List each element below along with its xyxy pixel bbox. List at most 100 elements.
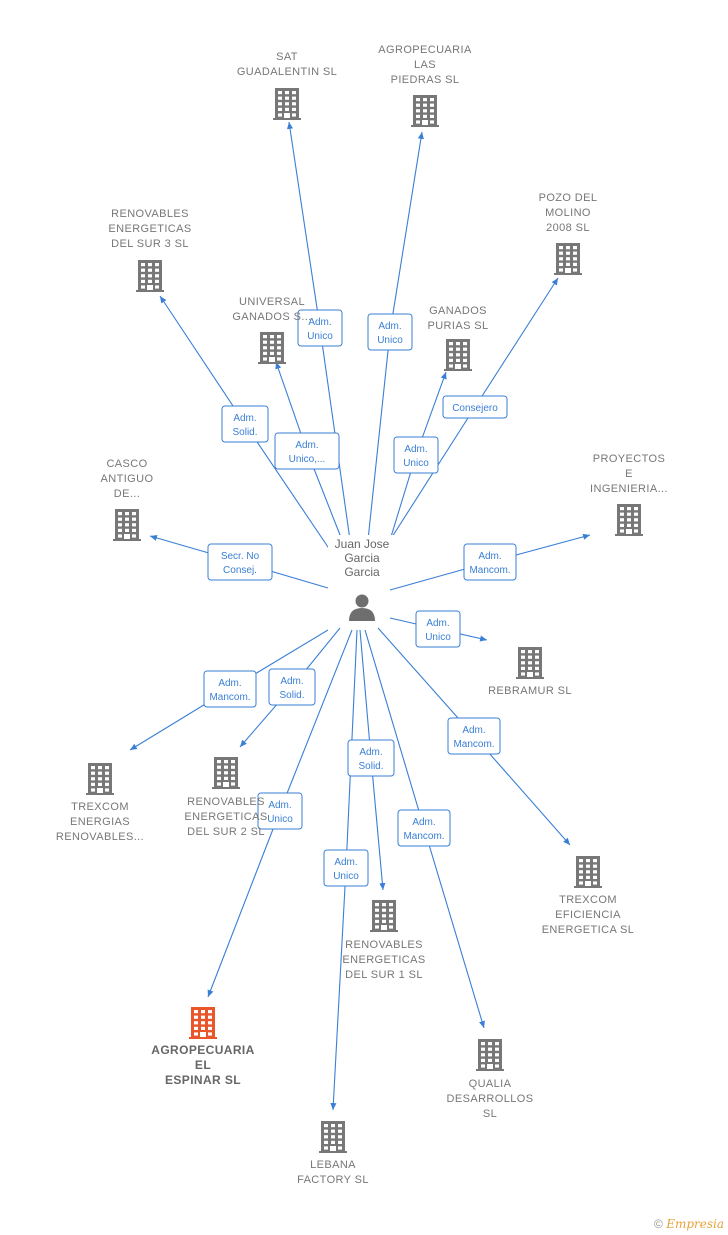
relation-label-text: Consejero bbox=[452, 403, 498, 414]
company-name-line: PURIAS SL bbox=[427, 320, 488, 332]
company-name-line: ESPINAR SL bbox=[165, 1073, 241, 1087]
relation-label-renov3[interactable]: Adm. Solid. bbox=[221, 405, 269, 443]
relation-label-rebramur[interactable]: Adm. Unico bbox=[415, 610, 461, 648]
building-icon bbox=[411, 95, 439, 127]
building-icon bbox=[476, 1039, 504, 1071]
building-icon bbox=[212, 757, 240, 789]
company-name-line: PIEDRAS SL bbox=[391, 74, 460, 86]
company-node-casco[interactable]: CASCOANTIGUODE... bbox=[101, 458, 154, 541]
person-name-line: Garcia bbox=[344, 551, 380, 565]
building-icon bbox=[516, 647, 544, 679]
company-name-line: RENOVABLES bbox=[187, 796, 265, 808]
building-icon bbox=[444, 339, 472, 371]
relation-label-agro-piedras[interactable]: Adm.Unico bbox=[367, 313, 413, 351]
person-name-line: Garcia bbox=[344, 565, 380, 579]
company-name-line: RENOVABLES... bbox=[56, 831, 144, 843]
company-name-line: ENERGETICA SL bbox=[542, 924, 635, 936]
company-name-line: ENERGETICAS bbox=[342, 954, 425, 966]
relation-label-trexcom-renov[interactable]: Adm. Mancom. bbox=[203, 670, 257, 708]
company-node-trexcom-efic[interactable]: TREXCOM EFICIENCIA ENERGETICA SL bbox=[542, 856, 635, 936]
company-name-line: LAS bbox=[414, 59, 436, 71]
company-name-line: ANTIGUO bbox=[101, 473, 154, 485]
relation-label-pozo[interactable]: Consejero bbox=[442, 395, 508, 419]
relation-label-text: Adm. bbox=[280, 676, 303, 687]
company-name-line: GANADOS S... bbox=[232, 311, 311, 323]
company-name-line: ENERGIAS bbox=[70, 816, 130, 828]
edge-labels-layer: Adm.UnicoAdm.UnicoAdm.Solid.ConsejeroAdm… bbox=[203, 309, 517, 887]
building-icon bbox=[615, 504, 643, 536]
company-name-line: DESARROLLOS bbox=[447, 1093, 534, 1105]
relation-label-text: Adm. bbox=[218, 678, 241, 689]
company-name-line: INGENIERIA... bbox=[590, 483, 668, 495]
relation-label-text: Solid. bbox=[279, 690, 304, 701]
relation-label-text: Unico bbox=[267, 814, 293, 825]
relation-label-text: Adm. bbox=[426, 618, 449, 629]
company-name-line: DEL SUR 3 SL bbox=[111, 238, 189, 250]
relation-label-trexcom-efic[interactable]: Adm. Mancom. bbox=[447, 717, 501, 755]
relation-label-text: Mancom. bbox=[453, 739, 494, 750]
company-name-line: TREXCOM bbox=[559, 894, 617, 906]
company-name-line: E bbox=[625, 468, 633, 480]
building-icon bbox=[370, 900, 398, 932]
company-name-line: UNIVERSAL bbox=[239, 296, 305, 308]
relation-label-text: Unico bbox=[425, 632, 451, 643]
relation-label-renov1[interactable]: Adm.Solid. bbox=[347, 739, 395, 777]
company-name-line: DE... bbox=[114, 488, 140, 500]
relation-label-text: Adm. bbox=[233, 413, 256, 424]
company-node-universal[interactable]: UNIVERSAL GANADOS S... bbox=[232, 296, 311, 364]
building-icon bbox=[113, 509, 141, 541]
relation-label-ganados-purias[interactable]: Adm.Unico bbox=[393, 436, 439, 474]
relation-label-text: Adm. bbox=[478, 551, 501, 562]
company-name-line: FACTORY SL bbox=[297, 1174, 369, 1186]
relation-label-qualia[interactable]: Adm.Mancom. bbox=[397, 809, 451, 847]
relation-label-text: Unico bbox=[307, 331, 333, 342]
relation-label-text: Adm. bbox=[295, 440, 318, 451]
copyright-symbol: © bbox=[654, 1217, 663, 1231]
company-name-line: RENOVABLES bbox=[111, 208, 189, 220]
person-name-line: Juan Jose bbox=[335, 537, 390, 551]
company-name-line: REBRAMUR SL bbox=[488, 685, 572, 697]
relation-label-text: Consej. bbox=[223, 565, 257, 576]
building-icon bbox=[319, 1121, 347, 1153]
relation-label-text: Adm. bbox=[268, 800, 291, 811]
relation-label-text: Unico bbox=[377, 335, 403, 346]
company-name-line: TREXCOM bbox=[71, 801, 129, 813]
relation-label-text: Mancom. bbox=[209, 692, 250, 703]
company-node-proyectos[interactable]: PROYECTOSEINGENIERIA... bbox=[590, 453, 668, 536]
relation-label-text: Solid. bbox=[232, 427, 257, 438]
person-icon bbox=[349, 594, 375, 621]
relation-label-universal[interactable]: Adm.Unico,... bbox=[274, 432, 340, 470]
relation-label-proyectos[interactable]: Adm.Mancom. bbox=[463, 543, 517, 581]
relation-label-text: Adm. bbox=[462, 725, 485, 736]
company-name-line: MOLINO bbox=[545, 207, 591, 219]
company-name-line: GUADALENTIN SL bbox=[237, 66, 337, 78]
relation-label-text: Adm. bbox=[359, 747, 382, 758]
company-node-trexcom-renov[interactable]: TREXCOM ENERGIAS RENOVABLES... bbox=[56, 763, 144, 843]
company-node-rebramur[interactable]: REBRAMUR SL bbox=[488, 647, 572, 697]
building-icon bbox=[273, 88, 301, 120]
company-name-line: AGROPECUARIA bbox=[151, 1043, 254, 1057]
building-icon bbox=[189, 1007, 217, 1039]
relation-label-text: Adm. bbox=[404, 444, 427, 455]
brand-footer[interactable]: © Empresia bbox=[654, 1217, 724, 1231]
relation-label-sat[interactable]: Adm.Unico bbox=[297, 309, 343, 347]
relation-label-lebana[interactable]: Adm.Unico bbox=[323, 849, 369, 887]
relation-label-agro-espinar[interactable]: Adm. Unico bbox=[257, 792, 303, 830]
empresia-logo: Empresia bbox=[666, 1217, 724, 1231]
relation-label-renov2[interactable]: Adm. Solid. bbox=[268, 668, 316, 706]
company-name-line: EFICIENCIA bbox=[555, 909, 621, 921]
